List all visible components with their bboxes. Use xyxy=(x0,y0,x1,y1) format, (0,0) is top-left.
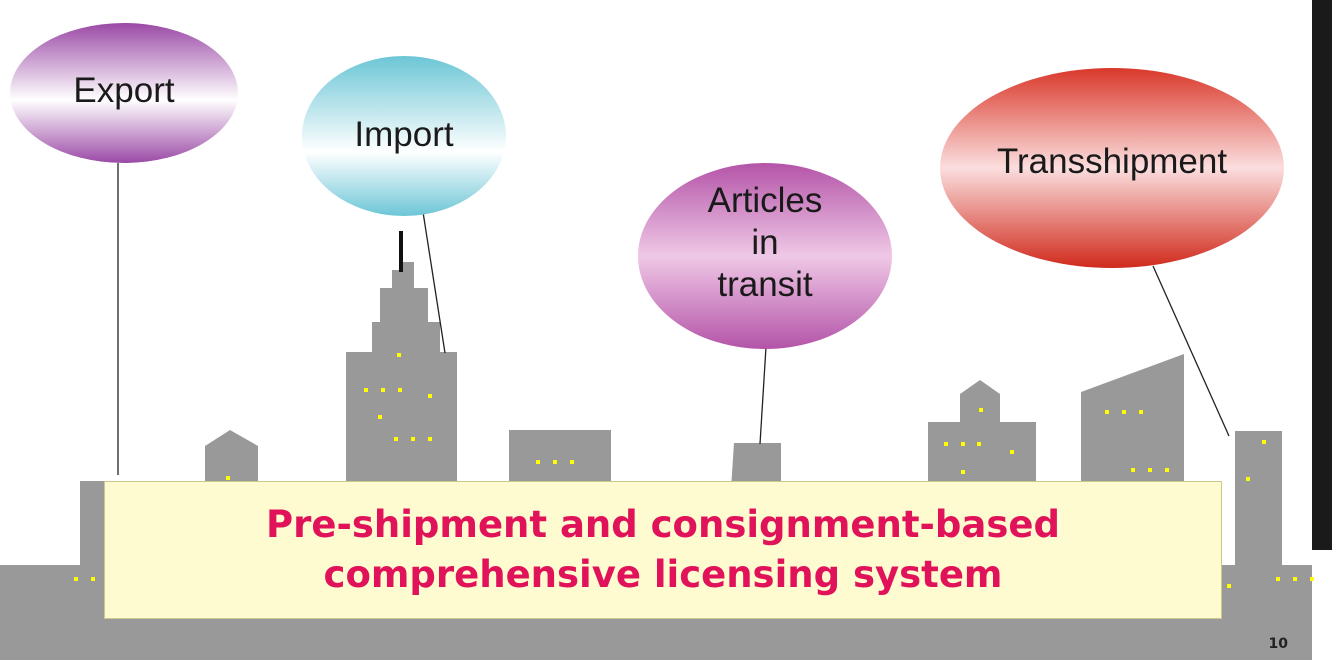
import-bubble xyxy=(302,56,506,216)
transit-bubble xyxy=(638,163,892,349)
banner-text: Pre-shipment and consignment-based compr… xyxy=(105,500,1221,600)
slide-edge-bar xyxy=(1312,0,1332,550)
export-label: Export xyxy=(73,71,175,110)
windows xyxy=(74,353,1314,588)
licensing-banner: Pre-shipment and consignment-based compr… xyxy=(104,481,1222,619)
banner-line-1: Pre-shipment and consignment-based xyxy=(266,503,1060,547)
building-right-tall xyxy=(1235,431,1282,565)
connector-import xyxy=(422,211,446,354)
connector-transit xyxy=(759,346,767,445)
connector-lines xyxy=(117,163,1230,475)
transshipment-label: Transshipment xyxy=(996,142,1228,181)
transshipment-bubble xyxy=(940,68,1284,268)
banner-line-2: comprehensive licensing system xyxy=(323,553,1003,596)
export-bubble xyxy=(10,23,238,163)
connector-transshipment xyxy=(1152,265,1230,437)
antenna xyxy=(399,231,403,272)
page-number: 10 xyxy=(1268,636,1288,652)
import-label: Import xyxy=(354,115,454,154)
transit-label: Articles in transit xyxy=(707,181,823,304)
